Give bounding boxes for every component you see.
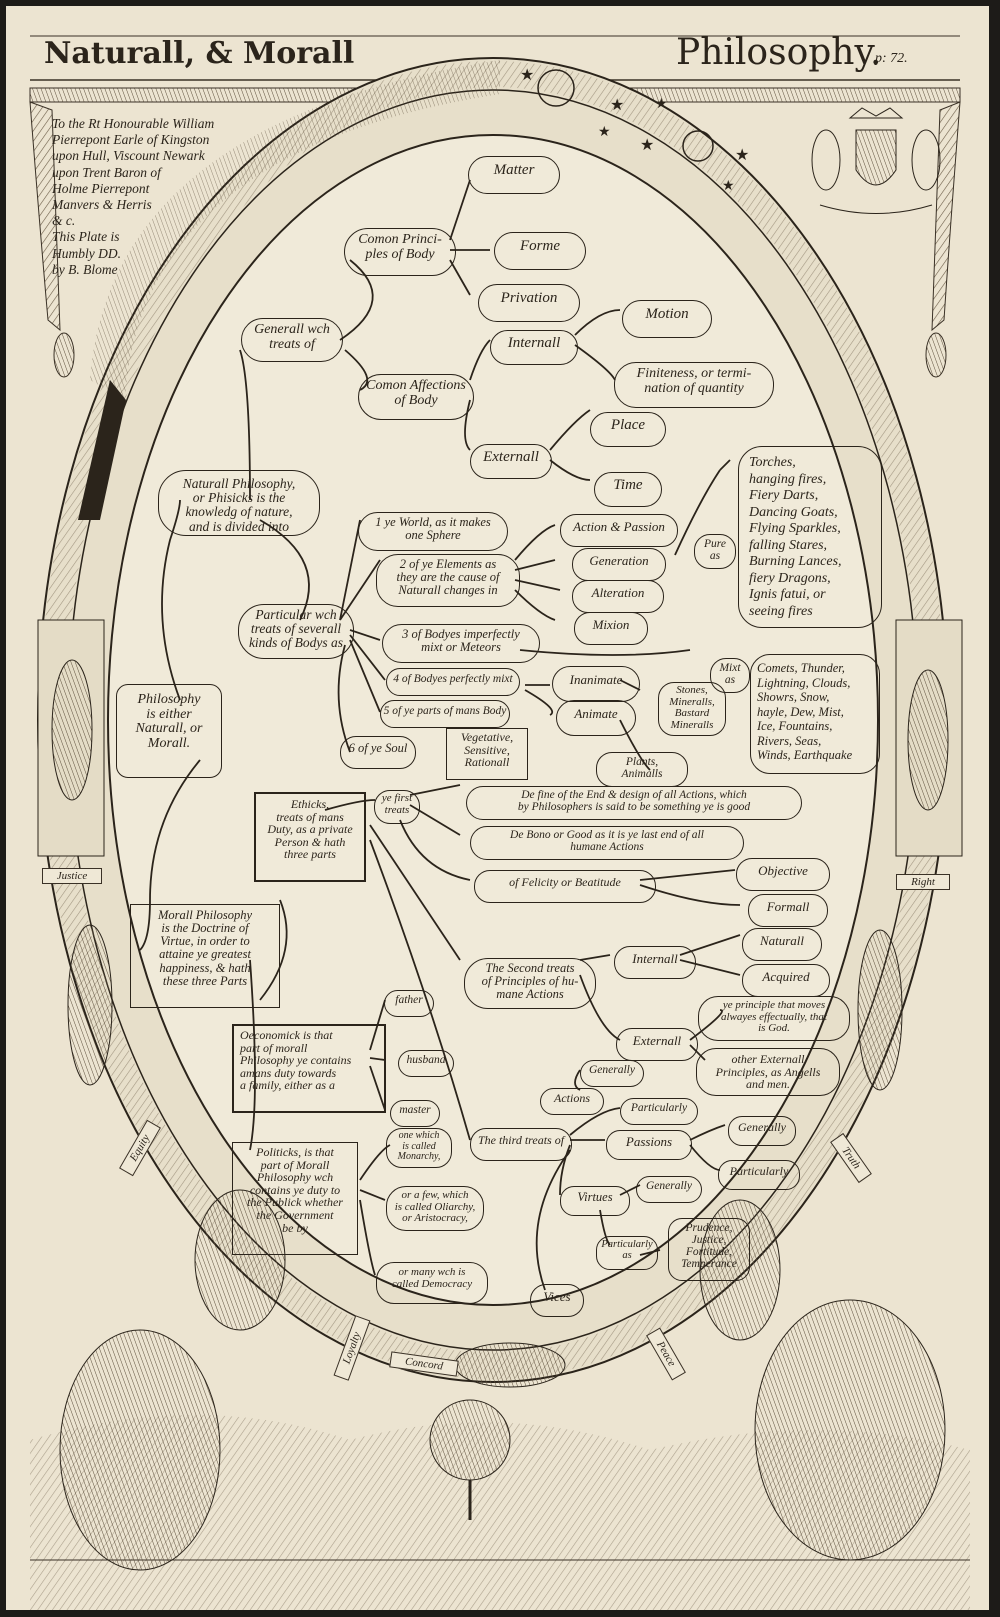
coat-of-arms [811, 107, 941, 214]
node-de-bono: De Bono or Good as it is ye last end of … [470, 826, 744, 860]
node-generation: Generation [572, 548, 666, 581]
node-externall-moral: Externall [616, 1028, 698, 1061]
node-third-treats: The third treats of [470, 1128, 572, 1161]
node-formall: Formall [748, 894, 828, 927]
node-soul: 6 of ye Soul [340, 736, 416, 769]
node-natural-philosophy: Naturall Philosophy, or Phisicks is the … [158, 470, 320, 536]
node-passions: Passions [606, 1130, 692, 1160]
node-inanimate: Inanimate [552, 666, 640, 702]
svg-text:★: ★ [735, 145, 749, 164]
node-matter: Matter [468, 156, 560, 194]
label-justice: Justice [42, 868, 102, 884]
node-particular: Particular wch treats of severall kinds … [238, 604, 354, 659]
node-elements: 2 of ye Elements as they are the cause o… [376, 554, 520, 607]
node-first-treats: ye first treats [374, 790, 420, 824]
node-place: Place [590, 412, 666, 447]
sun-moon-stars: ★ ★ ★ ★ ★ ★ ★ [520, 65, 749, 194]
svg-text:★: ★ [520, 65, 534, 84]
node-father: father [384, 990, 434, 1017]
landscape [30, 1399, 970, 1610]
label-right: Right [896, 874, 950, 890]
node-common-principles: Comon Princi- ples of Body [344, 228, 456, 276]
node-finiteness: Finiteness, or termi- nation of quantity [614, 362, 774, 408]
node-objective: Objective [736, 858, 830, 891]
title-left: Naturall, & Morall [44, 36, 355, 71]
node-master: master [390, 1100, 440, 1127]
node-acquired: Acquired [742, 964, 830, 997]
node-action-passion: Action & Passion [560, 514, 678, 547]
node-philosophy-root: Philosophy is either Naturall, or Morall… [116, 684, 222, 778]
svg-text:★: ★ [598, 124, 611, 140]
node-soul-kinds: Vegetative, Sensitive, Rationall [446, 728, 528, 780]
svg-text:★: ★ [640, 135, 654, 154]
node-meteors: 3 of Bodyes imperfectly mixt or Meteors [382, 624, 540, 663]
node-parts-body: 5 of ye parts of mans Body [380, 700, 510, 728]
node-second-treats: The Second treats of Principles of hu- m… [464, 958, 596, 1009]
node-husband: husband [398, 1050, 454, 1077]
node-particularly-virtues: Particularly as [596, 1236, 658, 1270]
node-democracy: or many wch is called Democracy [376, 1262, 488, 1304]
node-vices: Vices [530, 1284, 584, 1317]
node-internall-natural: Internall [490, 330, 578, 365]
svg-text:★: ★ [610, 95, 624, 114]
node-virtues: Virtues [560, 1186, 630, 1216]
node-privation: Privation [478, 284, 580, 322]
node-ethicks: Ethicks, treats of mans Duty, as a priva… [254, 792, 366, 882]
node-felicity: of Felicity or Beatitude [474, 870, 656, 903]
node-oeconomick: Oeconomick is that part of morall Philos… [232, 1024, 386, 1113]
node-cardinal-virtues: Prudence, Justice, Fortitude, Temperance [668, 1218, 750, 1281]
node-alteration: Alteration [572, 580, 664, 613]
title-right: Philosophy. [676, 32, 882, 73]
node-other-principles: other Externall Principles, as Angells a… [696, 1048, 840, 1096]
node-world: 1 ye World, as it makes one Sphere [358, 512, 508, 551]
node-generally-actions: Generally [580, 1060, 644, 1087]
node-naturall: Naturall [742, 928, 822, 961]
node-externall-natural: Externall [470, 444, 552, 479]
node-mixion: Mixion [574, 612, 648, 645]
node-generally-passions: Generally [728, 1116, 796, 1146]
node-animate: Animate [556, 700, 636, 736]
node-internall-moral: Internall [614, 946, 696, 979]
node-plants-animals: Plants, Animalls [596, 752, 688, 787]
node-forme: Forme [494, 232, 586, 270]
node-monarchy: one which is called Monarchy, [386, 1128, 452, 1168]
node-fiery-meteors: Torches, hanging fires, Fiery Darts, Dan… [738, 446, 882, 628]
node-politicks: Politicks, is that part of Morall Philos… [232, 1142, 358, 1255]
node-particularly-actions: Particularly [620, 1098, 698, 1125]
node-time: Time [594, 472, 662, 507]
node-moral-philosophy: Morall Philosophy is the Doctrine of Vir… [130, 904, 280, 1008]
dedication: To the Rt Honourable William Pierrepont … [52, 116, 215, 277]
node-particularly-passions: Particularly [718, 1160, 800, 1190]
node-perfectly-mixt: 4 of Bodyes perfectly mixt [386, 668, 520, 696]
node-common-affections: Comon Affections of Body [358, 374, 474, 420]
svg-text:★: ★ [655, 96, 668, 112]
node-motion: Motion [622, 300, 712, 338]
page-reference: p: 72. [875, 51, 908, 66]
node-aristocracy: or a few, which is called Oliarchy, or A… [386, 1186, 484, 1231]
node-actions: Actions [540, 1088, 604, 1115]
node-watery-meteors: Comets, Thunder, Lightning, Clouds, Show… [750, 654, 880, 774]
node-pure-as: Pure as [694, 534, 736, 569]
node-mixt-as: Mixt as [710, 658, 750, 693]
node-generall: Generall wch treats of [241, 318, 343, 362]
node-define-end: De fine of the End & design of all Actio… [466, 786, 802, 820]
node-generally-virtues: Generally [636, 1176, 702, 1203]
node-principle-god: ye principle that moves alwayes effectua… [698, 996, 850, 1041]
node-stones: Stones, Mineralls, Bastard Mineralls [658, 682, 726, 736]
svg-text:★: ★ [722, 178, 735, 194]
